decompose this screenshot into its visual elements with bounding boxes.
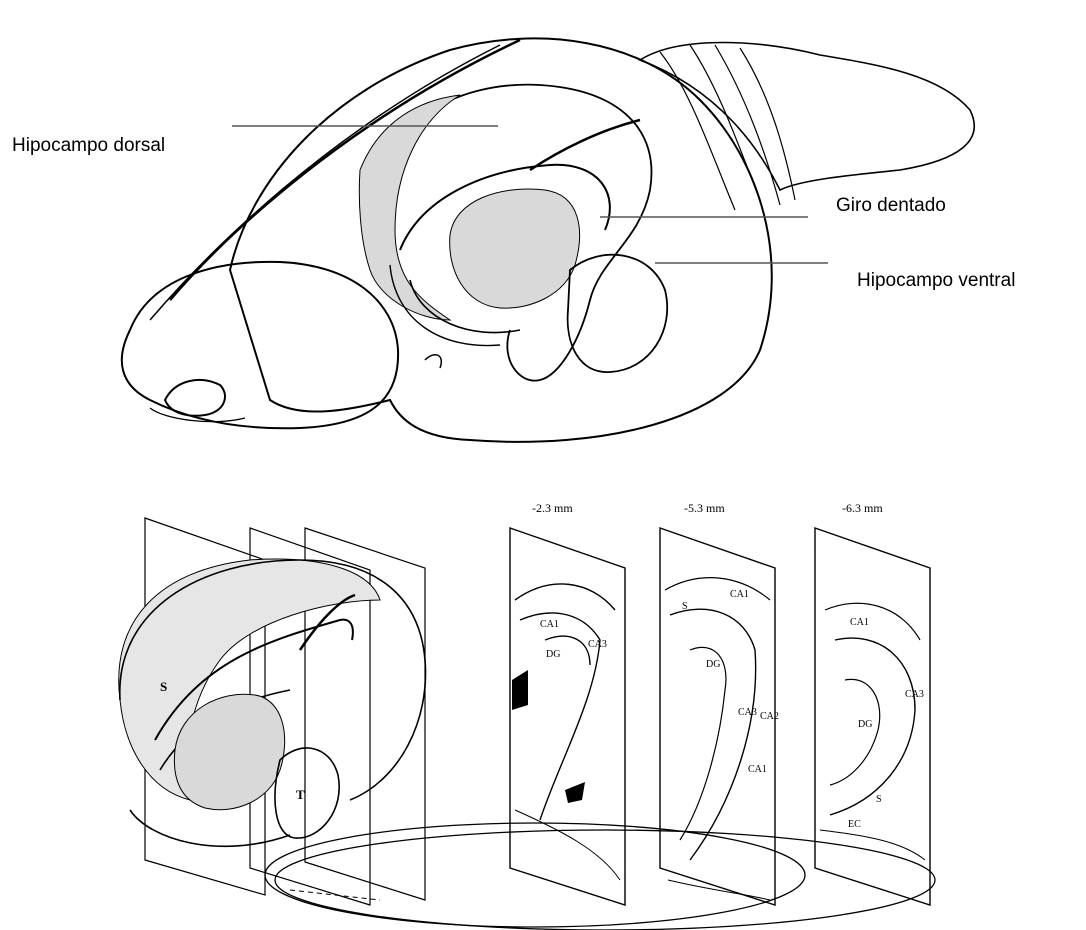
slice3-abbr-ca3: CA3 [905,690,924,700]
label-hipocampo-dorsal: Hipocampo dorsal [12,136,165,155]
slice1-abbr-ca3: CA3 [588,640,607,650]
slice2-abbr-ca2: CA2 [760,712,779,722]
slice2-abbr-ca1b: CA1 [748,765,767,775]
letter-t: T [296,788,305,801]
slice2-abbr-dg: DG [706,660,720,670]
slice3-abbr-ca1: CA1 [850,618,869,628]
slice-1 [510,528,625,905]
slice-label-1: -2.3 mm [532,502,573,514]
label-giro-dentado: Giro dentado [836,196,946,215]
slice1-abbr-ca1: CA1 [540,620,559,630]
slice-label-2: -5.3 mm [684,502,725,514]
slice2-abbr-ca3: CA3 [738,708,757,718]
hippocampus-3d [119,518,426,905]
slice-label-3: -6.3 mm [842,502,883,514]
base-ellipse-right [275,830,935,930]
slice3-abbr-ec: EC [848,820,861,830]
slice-2 [660,528,775,905]
slice1-abbr-dg: DG [546,650,560,660]
slice-3 [815,528,930,905]
letter-s: S [160,680,167,693]
brain-illustration [122,38,974,441]
slice2-abbr-s: S [682,602,688,612]
label-hipocampo-ventral: Hipocampo ventral [857,271,1015,290]
slice3-abbr-dg: DG [858,720,872,730]
slice3-abbr-s: S [876,795,882,805]
slice2-abbr-ca1: CA1 [730,590,749,600]
